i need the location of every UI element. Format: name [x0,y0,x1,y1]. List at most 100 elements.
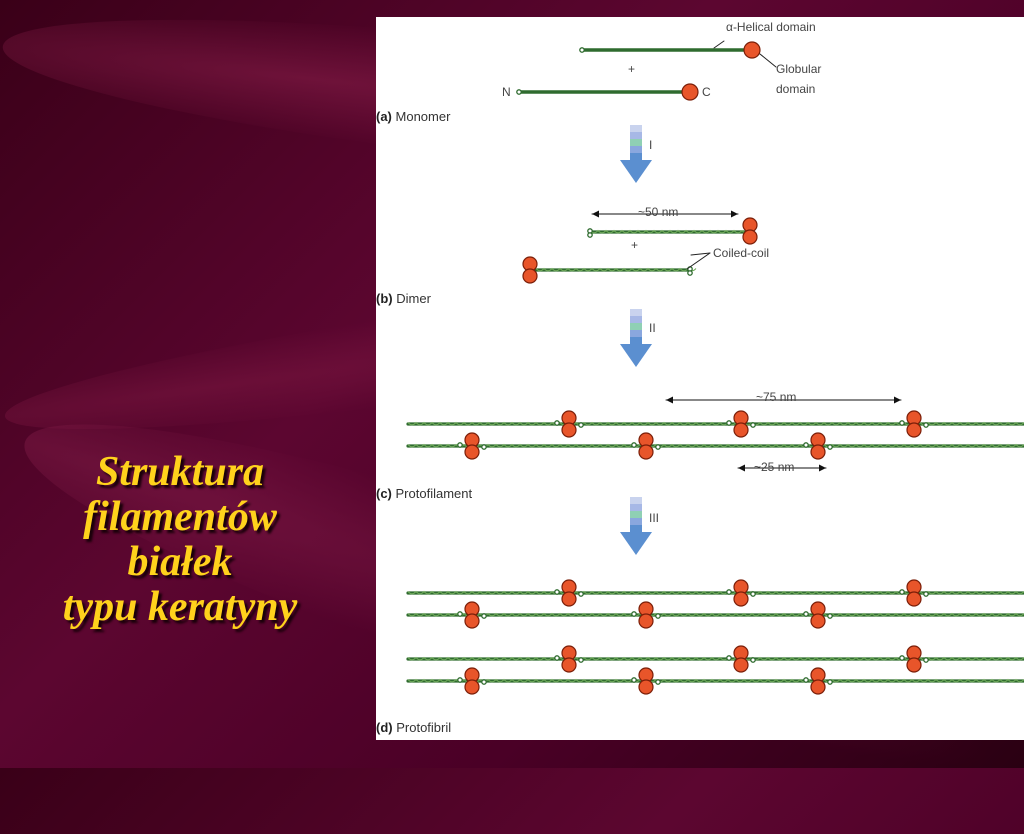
strand-terminus [750,422,756,428]
globular-domain [561,657,577,673]
panel-name: Protofilament [395,486,473,501]
title-line: typu keratyny [62,584,298,630]
title-line: białek [127,539,233,585]
strand-terminus [803,611,809,617]
process-arrow-shaft [630,330,642,337]
globular-domain [906,422,922,438]
strand-terminus [481,679,487,685]
process-arrow-shaft [630,323,642,330]
panel-tag: (d) [376,720,393,735]
strand-terminus [457,677,463,683]
stagger-length-arrow-head [738,464,745,472]
leader-line [686,252,711,270]
coiled-coil-label: Coiled-coil [713,246,770,260]
dimer-strand-twist [535,267,697,272]
title-line: filamentów [83,494,277,540]
panel-tag: (b) [376,291,393,306]
strand-terminus [655,444,661,450]
strand-terminus [899,420,905,426]
strand-terminus [899,655,905,661]
globular-domain [742,229,758,245]
globular-domain [561,591,577,607]
strand-terminus [587,232,593,238]
globular-domain-label: Globular [776,62,822,76]
strand-terminus [726,655,732,661]
process-arrow-head [620,344,652,367]
protofilament-strand-twist [407,590,1024,595]
process-arrow-shaft [630,316,642,323]
strand-terminus [631,677,637,683]
process-arrow-shaft [630,497,642,504]
process-arrow-shaft [630,518,642,525]
dimer-length-arrow-head [731,210,738,218]
process-arrow-shaft [630,309,642,316]
strand-terminus [554,420,560,426]
n-terminus-label: N [502,85,511,99]
keratin-diagram [406,40,1024,695]
strand-terminus [899,589,905,595]
strand-terminus [631,442,637,448]
process-arrow-shaft [630,132,642,139]
globular-domain [810,444,826,460]
globular-domain [733,591,749,607]
title-line: Struktura [95,449,265,495]
protofilament-length-label: ~75 nm [756,390,797,404]
panel-name: Monomer [395,109,451,124]
panel-tag: (a) [376,109,392,124]
step-label: I [649,138,653,152]
strand-terminus [579,47,585,53]
strand-terminus [554,655,560,661]
process-arrow-shaft [630,146,642,153]
strand-terminus [923,422,929,428]
globular-domain [906,657,922,673]
stagger-length-arrow-head [819,464,826,472]
strand-terminus [457,442,463,448]
globular-domain-label: domain [776,82,816,96]
panel-tag: (c) [376,486,392,501]
strand-terminus [516,89,522,95]
step-label: III [649,511,660,525]
process-arrow-head [620,160,652,183]
strand-terminus [457,611,463,617]
strand-terminus [923,657,929,663]
strand-terminus [481,613,487,619]
strand-terminus [655,679,661,685]
dimer-length-arrow-head [592,210,599,218]
strand-terminus [631,611,637,617]
leader-line [690,252,711,256]
globular-domain [464,679,480,695]
plus-sign: + [631,238,639,252]
panel-name: Protofibril [396,720,452,735]
panel-d-label: (d) Protofibril [376,720,451,735]
panel-c-label: (c) Protofilament [376,486,472,501]
process-arrow-shaft [630,511,642,518]
plus-sign: + [628,62,636,76]
panel-name: Dimer [396,291,431,306]
strand-terminus [923,591,929,597]
helical-domain-label: α-Helical domain [726,20,816,34]
globular-domain [638,613,654,629]
dimer-strand-twist [589,229,751,234]
protofilament-strand-twist [407,421,1024,426]
globular-domain [638,679,654,695]
strand-terminus [578,591,584,597]
process-arrow-shaft [630,504,642,511]
globular-domain [681,83,699,101]
stagger-length-label: ~25 nm [754,460,795,474]
strand-terminus [803,677,809,683]
protofilament-strand-twist [407,612,1024,617]
globular-domain [810,613,826,629]
globular-domain [561,422,577,438]
globular-domain [464,444,480,460]
globular-domain [743,41,761,59]
dimer-length-label: ~50 nm [638,205,679,219]
protofilament-strand-twist [407,678,1024,683]
strand-terminus [578,657,584,663]
leader-line [713,40,725,49]
globular-domain [638,444,654,460]
process-arrow-shaft [630,337,642,344]
process-arrow-shaft [630,153,642,160]
strand-terminus [687,270,693,276]
strand-terminus [726,420,732,426]
protofilament-length-arrow-head [666,396,673,404]
